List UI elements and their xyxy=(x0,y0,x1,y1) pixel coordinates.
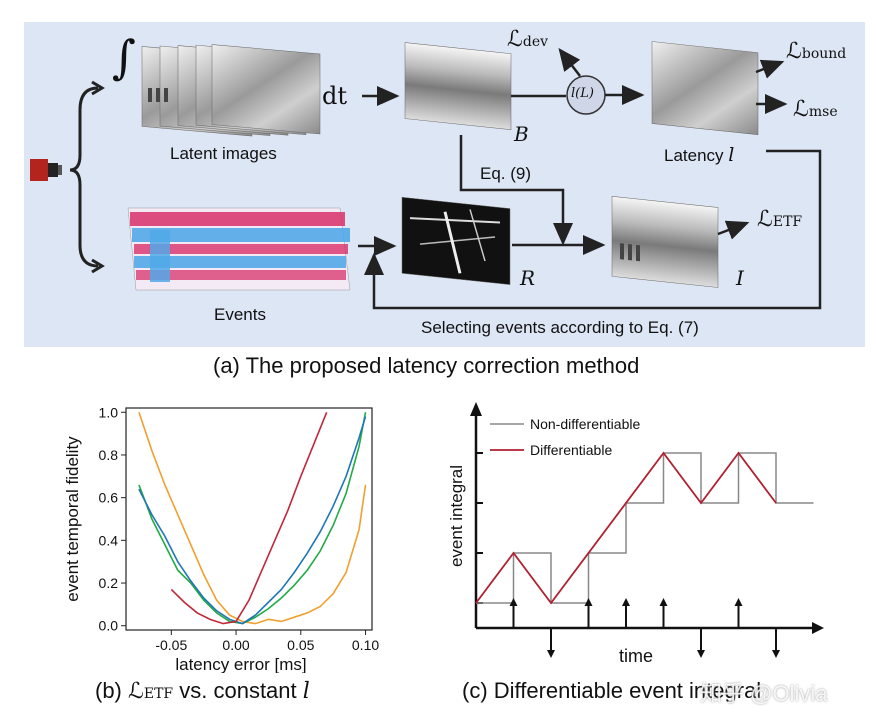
x-tick-label: 0.10 xyxy=(352,637,379,653)
i-label: I xyxy=(736,266,744,290)
latency-function-label: l(L) xyxy=(571,86,594,101)
eq9-label: Eq. (9) xyxy=(480,164,532,183)
integral-symbol: ∫ xyxy=(112,30,136,84)
x-tick-label: 0.00 xyxy=(222,637,249,653)
x-tick-label: -0.05 xyxy=(155,637,187,653)
down-event-arrowhead xyxy=(772,650,780,658)
loss-etf-label: ℒETF xyxy=(757,207,803,232)
sharp-image-i xyxy=(611,196,719,288)
series-line-3 xyxy=(170,411,328,625)
caption-c: (c) Differentiable event integral xyxy=(462,678,762,703)
event-cloud xyxy=(127,207,351,291)
y-tick-label: 0.6 xyxy=(99,490,119,506)
events-label: Events xyxy=(214,305,266,324)
y-axis-arrowhead xyxy=(470,402,482,416)
y-tick-label: 0.0 xyxy=(99,618,119,634)
series-line-0 xyxy=(138,412,367,625)
legend-label-diff: Differentiable xyxy=(530,442,612,458)
up-event-arrowhead xyxy=(584,598,593,606)
fidelity-chart: -0.05 0.00 0.05 0.10 0.0 0.2 0.4 0.6 0.8 1.0 laten… xyxy=(63,404,379,673)
latency-image xyxy=(651,41,759,135)
residual-image-r xyxy=(401,196,511,285)
up-event-arrowhead xyxy=(659,598,668,606)
caption-a: (a) The proposed latency correction meth… xyxy=(213,353,640,378)
caption-b: (b) ℒETF vs. constant l xyxy=(95,678,310,704)
up-event-arrowhead xyxy=(734,598,743,606)
y-tick-label: 0.2 xyxy=(99,575,119,591)
plot-frame xyxy=(125,407,373,631)
series-line-1 xyxy=(138,412,367,625)
up-event-arrowhead xyxy=(509,598,518,606)
x-axis-label: time xyxy=(619,646,653,666)
down-event-arrowhead xyxy=(547,650,555,658)
y-axis-label: event temporal fidelity xyxy=(63,436,82,602)
b-label: B xyxy=(514,122,529,146)
down-event-arrowhead xyxy=(697,650,705,658)
x-axis-label: latency error [ms] xyxy=(175,655,306,673)
differentiable-line xyxy=(475,451,777,605)
up-event-arrowhead xyxy=(622,598,630,606)
camera-icon xyxy=(30,159,62,181)
y-axis-label: event integral xyxy=(447,465,466,567)
legend-label-nondiff: Non-differentiable xyxy=(530,416,640,432)
x-tick-label: 0.05 xyxy=(287,637,314,653)
r-label: R xyxy=(520,266,536,290)
y-tick-label: 1.0 xyxy=(99,404,119,420)
watermark: 知乎 @Olivia xyxy=(700,681,828,706)
loss-mse-label: ℒmse xyxy=(793,97,838,122)
method-diagram-svg xyxy=(30,41,822,310)
x-axis-arrowhead xyxy=(812,622,824,634)
step-line xyxy=(476,452,814,604)
latent-images-stack xyxy=(141,44,321,137)
y-tick-label: 0.4 xyxy=(99,532,119,548)
split-brace xyxy=(69,86,99,268)
series-line-2 xyxy=(138,416,367,625)
dt-label: dt xyxy=(322,82,348,110)
loss-dev-label: ℒdev xyxy=(507,27,549,52)
selecting-events-label: Selecting events according to Eq. (7) xyxy=(421,318,699,337)
latency-label: Latency l xyxy=(664,144,735,166)
y-tick-label: 0.8 xyxy=(99,447,119,463)
latent-images-label: Latent images xyxy=(170,144,277,163)
loss-bound-label: ℒbound xyxy=(786,39,847,64)
blurred-image-b xyxy=(404,42,512,130)
